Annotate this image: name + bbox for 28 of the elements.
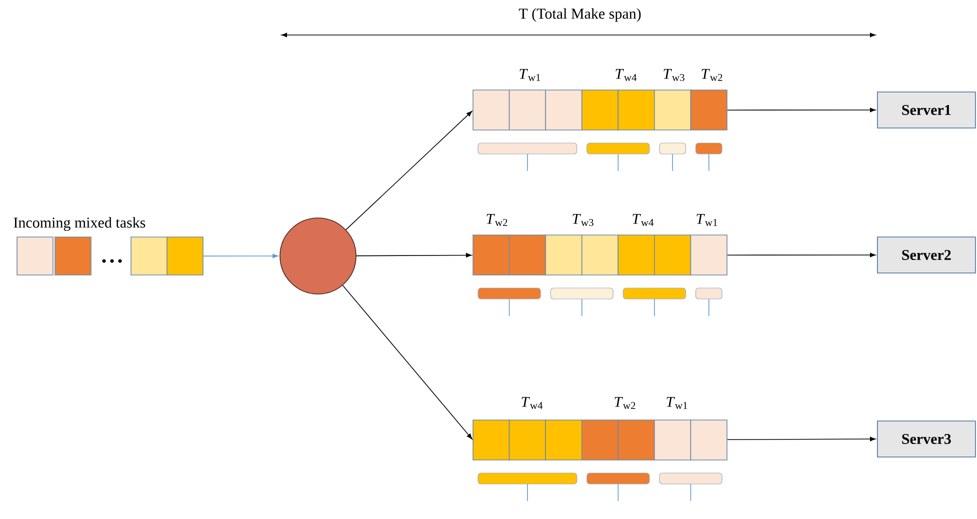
node-label: T$_{w2}$	[486, 214, 508, 226]
dimension-label: T (Total Make span)	[518, 8, 641, 22]
arrow	[727, 108, 876, 112]
server-box: Server1	[877, 92, 976, 128]
node-label: T$_{w1}$	[696, 214, 718, 226]
node-label: T$_{w4}$	[616, 68, 637, 82]
arrow	[727, 436, 876, 442]
arrow	[727, 252, 876, 258]
arrow	[342, 284, 472, 440]
task-queue: T$_{w2}$ T$_{w3}$ T$_{w4}$ T$_{w1}$	[472, 214, 728, 276]
arrow	[346, 110, 472, 230]
node-label: T$_{w1}$	[520, 68, 540, 82]
node-label: Incoming mixed tasks	[14, 217, 146, 231]
task-queue: T$_{w1}$ T$_{w4}$ T$_{w3}$ T$_{w2}$	[472, 68, 728, 130]
node-label: T$_{w1}$	[666, 396, 688, 410]
arrow	[356, 253, 472, 258]
server-box: Server3	[877, 420, 976, 458]
node-label: T$_{w2}$	[614, 396, 636, 410]
task-queue: Incoming mixed tasks	[14, 217, 204, 276]
server-box: Server2	[877, 236, 976, 274]
node-label: T$_{w4}$	[632, 214, 654, 226]
node-label: T$_{w3}$	[664, 68, 684, 82]
arrow	[203, 254, 278, 258]
dispatcher-circle	[280, 218, 356, 294]
node-label: T$_{w3}$	[572, 214, 594, 226]
task-queue: T$_{w4}$ T$_{w2}$ T$_{w1}$	[472, 396, 728, 460]
node-label: T$_{w4}$	[522, 396, 543, 410]
node-label: T$_{w2}$	[702, 68, 722, 82]
